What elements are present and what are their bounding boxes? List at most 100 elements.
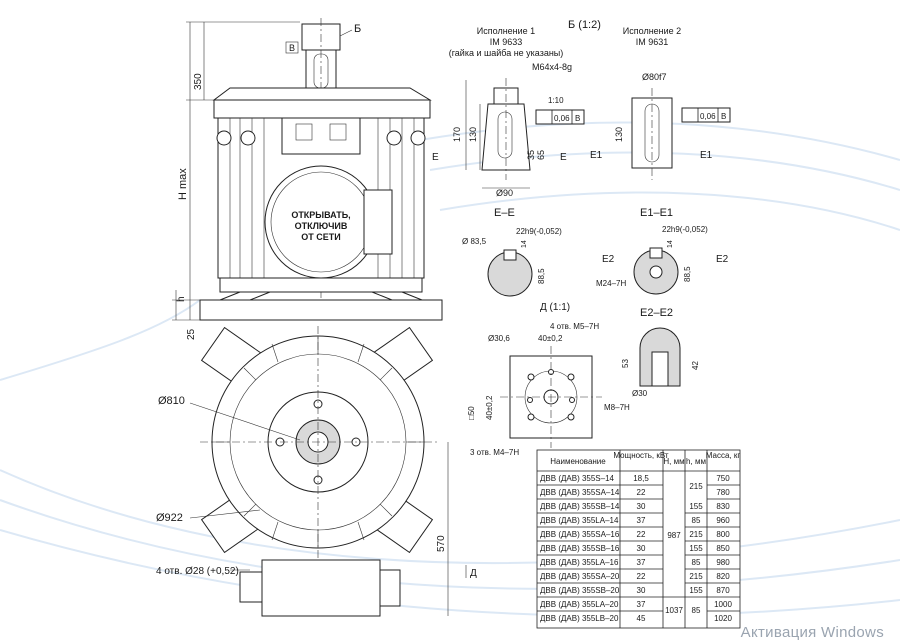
dim-h: h [176,296,187,302]
spec-table: Наименование Мощность, кВт H, мм h, мм М… [536,449,741,629]
plan-dimensions: Ø810 Ø922 570 4 отв. Ø28 (+0,52) Д [156,395,477,616]
holes-label: 4 отв. Ø28 (+0,52) [156,566,239,577]
svg-text:215: 215 [689,530,703,539]
detail-d: Д (1:1) 4 отв. M5–7H Ø30,6 40±0,2 □50 40… [467,302,630,457]
variant2-dia: Ø80f7 [642,72,667,82]
callout-b: Б [354,23,361,35]
svg-text:B: B [721,112,726,121]
th-name: Наименование [550,457,606,466]
th-H: H, мм [663,457,684,466]
cell-mass: 800 [716,530,730,539]
front-view [199,18,443,321]
svg-text:88,5: 88,5 [683,266,692,282]
dim-922: Ø922 [156,512,183,524]
svg-text:E1: E1 [700,150,713,161]
svg-text:22h9(-0,052): 22h9(-0,052) [516,227,562,236]
cell-mass: 780 [716,488,730,497]
v1-tol: 0,06 [554,114,570,123]
svg-text:E1: E1 [590,150,603,161]
cell-name: ДВВ (ДАВ) 355SA–14 [540,488,620,497]
warning-line-3: ОТ СЕТИ [301,232,340,242]
svg-text:215: 215 [689,572,703,581]
svg-text:14: 14 [667,240,674,248]
detail-b: Б (1:2) Исполнение 1 IM 9633 (гайка и ша… [432,19,731,198]
svg-text:85: 85 [692,606,701,615]
section-ee: E–E 22h9(-0,052) Ø 83,5 88,5 14 [462,207,562,297]
taper: 1:10 [548,96,564,105]
warning-line-2: ОТКЛЮЧИВ [295,221,348,231]
cell-power: 37 [637,516,646,525]
th-mass: Масса, кг [706,451,741,460]
svg-text:155: 155 [689,544,703,553]
svg-text:E2: E2 [602,254,615,265]
cell-power: 22 [637,572,646,581]
th-h: h, мм [686,457,706,466]
variant1-note: (гайка и шайба не указаны) [449,48,564,58]
cell-mass: 870 [716,586,730,595]
svg-text:14: 14 [521,240,528,248]
svg-text:155: 155 [689,502,703,511]
cell-mass: 850 [716,544,730,553]
section-d: Д [470,568,477,579]
svg-text:40±0,2: 40±0,2 [485,395,494,420]
svg-text:M8–7H: M8–7H [604,403,630,412]
section-e1e1: E1–E1 22h9(-0,052) M24–7H 88,5 14 E2 E2 [596,207,729,295]
background-swooshes [0,121,900,617]
cell-mass: 830 [716,502,730,511]
svg-text:65: 65 [536,150,546,160]
svg-text:Ø90: Ø90 [496,188,513,198]
cell-name: ДВВ (ДАВ) 355LA–16 [540,558,619,567]
svg-text:85: 85 [692,516,701,525]
warning-plate-text: ОТКРЫВАТЬ, ОТКЛЮЧИВ ОТ СЕТИ [291,210,350,242]
cell-name: ДВВ (ДАВ) 355S–14 [540,474,615,483]
svg-text:0,06: 0,06 [700,112,716,121]
svg-text:35: 35 [526,150,536,160]
base-plate [199,299,443,321]
variant1-code: IM 9633 [490,37,523,47]
svg-text:Ø 83,5: Ø 83,5 [462,237,487,246]
svg-text:170: 170 [452,127,462,142]
terminal-plate [281,117,361,155]
svg-text:130: 130 [614,127,624,142]
svg-text:E1–E1: E1–E1 [640,207,673,219]
cell-power: 30 [637,586,646,595]
cell-name: ДВВ (ДАВ) 355SB–20 [540,586,620,595]
svg-text:M24–7H: M24–7H [596,279,626,288]
variant2-title: Исполнение 2 [623,26,681,36]
svg-text:53: 53 [621,359,630,368]
svg-text:Ø30,6: Ø30,6 [488,334,510,343]
svg-text:E2–E2: E2–E2 [640,307,673,319]
plan-view [200,326,440,617]
cell-name: ДВВ (ДАВ) 355LB–20 [540,614,619,623]
v1-base: B [575,114,580,123]
top-flange [213,99,431,119]
svg-text:88,5: 88,5 [537,268,546,284]
cell-name: ДВВ (ДАВ) 355LA–14 [540,516,619,525]
cell-name: ДВВ (ДАВ) 355SB–14 [540,502,620,511]
dim-570: 570 [436,535,447,552]
svg-text:Д (1:1): Д (1:1) [540,302,570,313]
dim-350: 350 [193,73,204,90]
terminal-box-plan [261,559,381,617]
cell-power: 37 [637,600,646,609]
svg-text:4 отв. M5–7H: 4 отв. M5–7H [550,322,599,331]
cell-name: ДВВ (ДАВ) 355SA–16 [540,530,620,539]
cell-mass: 1000 [714,600,732,609]
svg-text:E2: E2 [716,254,729,265]
dim-h-max: H max [177,168,189,200]
svg-text:E: E [432,152,439,163]
variant1-thread: M64x4-8g [532,62,572,72]
dim-25: 25 [186,328,197,340]
warning-line-1: ОТКРЫВАТЬ, [291,210,350,220]
cell-mass: 960 [716,516,730,525]
dim-810: Ø810 [158,395,185,407]
svg-text:E–E: E–E [494,207,515,219]
cell-name: ДВВ (ДАВ) 355SB–16 [540,544,620,553]
front-dimensions: 350 H max h 25 Б B [172,21,361,340]
cell-H-1: 987 [667,531,681,540]
svg-text:3 отв. M4–7H: 3 отв. M4–7H [470,448,519,457]
svg-text:215: 215 [689,482,703,491]
cell-power: 18,5 [633,474,649,483]
cell-mass: 1020 [714,614,732,623]
